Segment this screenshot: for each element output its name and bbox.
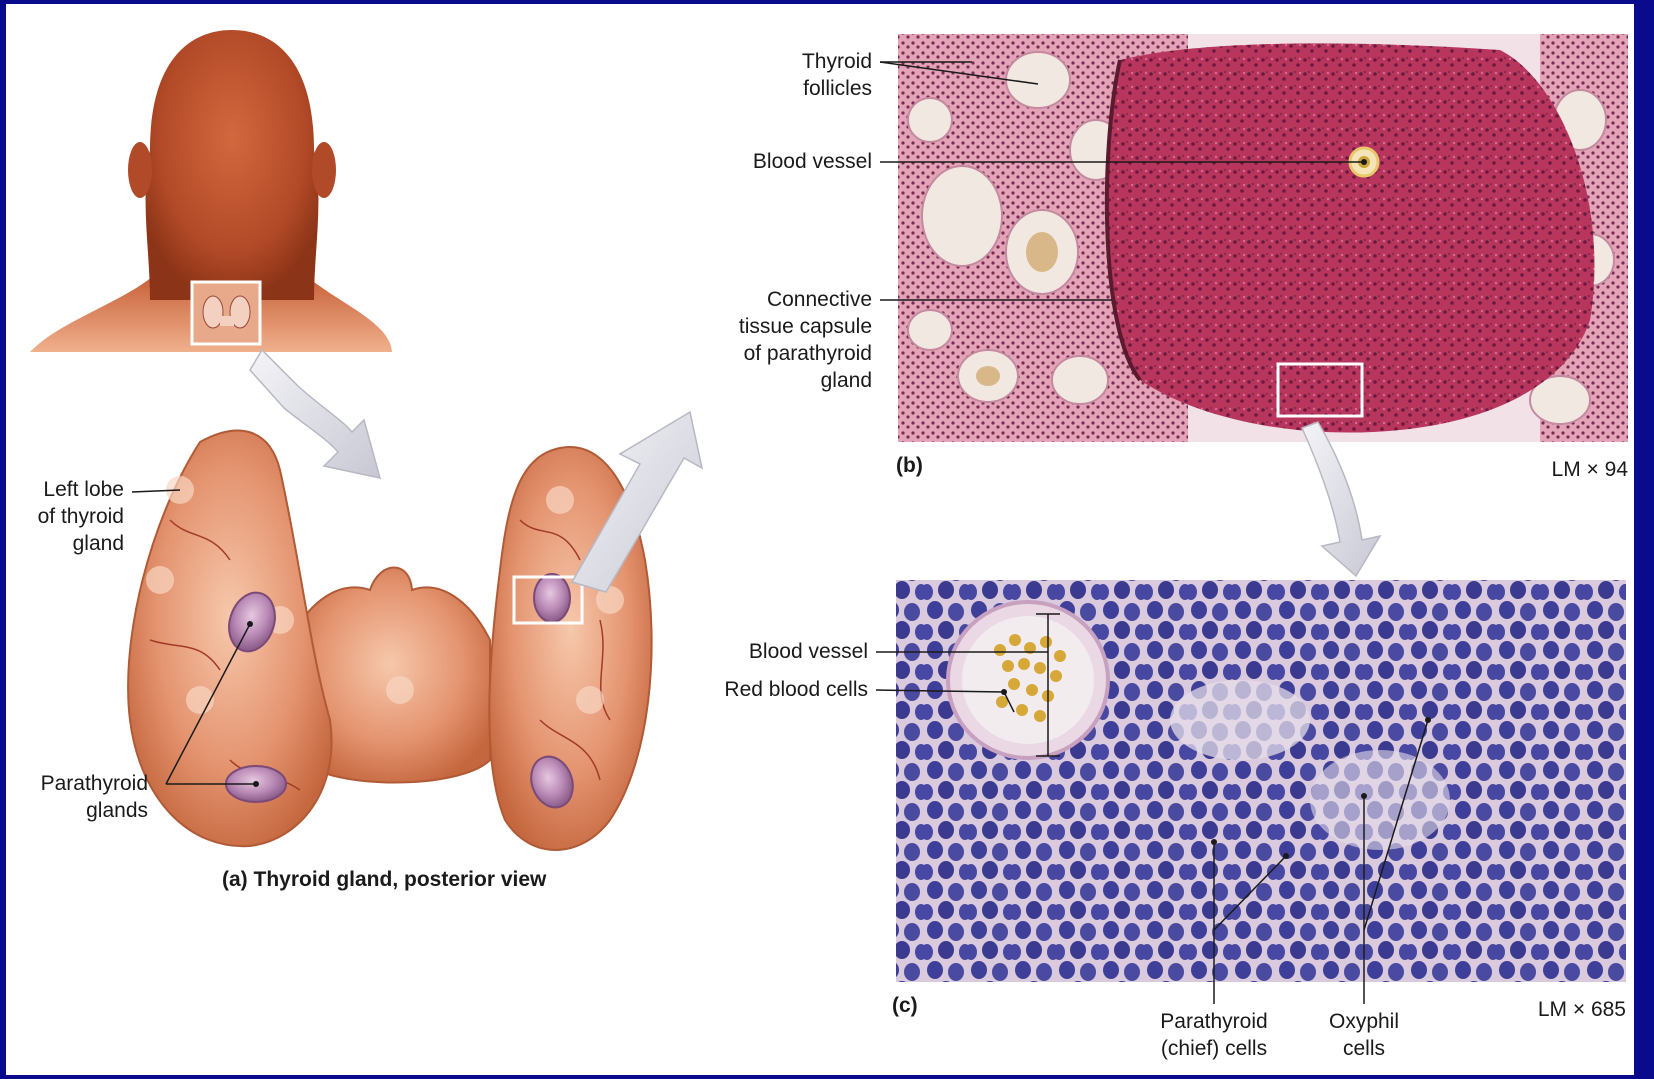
- panel-c-magnification: LM × 685: [1538, 996, 1626, 1023]
- red-blood-cells-label: Red blood cells: [724, 676, 868, 703]
- zoom-arrow-c: [1302, 422, 1380, 576]
- panel-b-magnification: LM × 94: [1552, 456, 1628, 483]
- micrograph-b: [898, 34, 1628, 442]
- parathyroid-glands-label: Parathyroid glands: [41, 770, 148, 824]
- panel-c-tag: (c): [892, 992, 918, 1019]
- chief-cells-label: Parathyroid (chief) cells: [1134, 1008, 1294, 1062]
- micrograph-c: [896, 580, 1626, 982]
- capsule-label: Connective tissue capsule of parathyroid…: [739, 286, 872, 394]
- panel-b-tag: (b): [896, 452, 923, 479]
- blood-vessel-label-c: Blood vessel: [749, 638, 868, 665]
- oxyphil-cells-label: Oxyphil cells: [1304, 1008, 1424, 1062]
- neck-inset-box: [192, 282, 260, 344]
- panel-a-caption: (a) Thyroid gland, posterior view: [222, 866, 546, 893]
- blood-vessel-label-b: Blood vessel: [753, 148, 872, 175]
- thyroid-follicles-label: Thyroid follicles: [802, 48, 872, 102]
- left-lobe-label: Left lobe of thyroid gland: [38, 476, 124, 557]
